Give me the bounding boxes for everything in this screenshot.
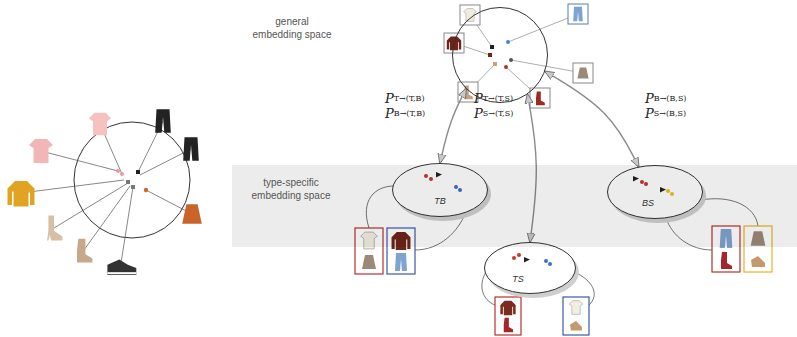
space-outline — [485, 243, 576, 294]
general-space-circle-outline — [452, 7, 548, 103]
label-anchor: PT→(T,S) — [474, 92, 513, 106]
top-image — [569, 301, 583, 315]
top-image — [89, 113, 111, 135]
leader-line — [121, 187, 133, 263]
left-embedding-figure — [8, 109, 202, 275]
projection-arrow — [545, 71, 638, 166]
projection-label: PT→(T,B) — [385, 92, 425, 106]
item-frame — [530, 88, 550, 108]
boots-image — [536, 92, 545, 106]
boots-image — [721, 252, 732, 269]
band-fill — [232, 165, 797, 247]
heels-image — [47, 215, 62, 240]
embedding-point — [517, 253, 521, 257]
embedding-point — [512, 256, 516, 260]
jeans-image — [573, 7, 583, 21]
space-name: TB — [429, 196, 451, 207]
ts-space-ellipse-outline — [484, 242, 576, 294]
item-frame — [568, 4, 588, 24]
point — [488, 53, 492, 57]
jeans-image — [183, 137, 199, 160]
projection-label: PB→(B,S) — [645, 92, 686, 106]
sneakers-image — [107, 260, 136, 275]
space-outline — [453, 8, 548, 103]
projection-arrow — [440, 89, 466, 163]
point — [136, 170, 140, 174]
label-anchor: PB→(B,S) — [645, 92, 686, 106]
jeans-image — [155, 109, 171, 132]
skirt-image — [182, 204, 202, 224]
space-heading: general embedding space — [250, 16, 334, 41]
space-name: TS — [506, 274, 530, 285]
leader-lines — [21, 121, 192, 263]
point — [490, 45, 494, 49]
point — [126, 180, 130, 184]
type-specific-band: TB TS BS type-specific embedding space — [232, 165, 797, 293]
label-anchor: PT→(T,B) — [385, 92, 425, 106]
point — [116, 169, 120, 173]
label-anchor: PS→(T,S) — [474, 107, 513, 121]
sandals-image — [751, 256, 765, 267]
jeans-image — [395, 253, 407, 271]
band-heading: type-specific embedding space — [246, 177, 336, 202]
item-frame — [573, 63, 593, 83]
point — [120, 172, 124, 176]
boots-image — [504, 318, 513, 332]
pointer-mark — [524, 257, 530, 263]
sandals-image — [570, 321, 582, 330]
leader-line — [54, 183, 128, 228]
skirt-image — [362, 255, 376, 269]
pair-frame — [495, 297, 521, 335]
general-space-circle: general embedding space — [452, 7, 548, 103]
leader-line — [41, 151, 118, 171]
point — [504, 65, 508, 69]
skirt-image — [577, 67, 588, 78]
leader-line — [84, 186, 130, 250]
label-anchor: PB→(T,B) — [385, 107, 425, 121]
item-frame — [460, 5, 480, 25]
sweater-image — [500, 301, 515, 315]
point — [506, 40, 510, 44]
embedding-point — [548, 262, 552, 266]
projection-label: PS→(B,S) — [645, 107, 686, 121]
projection-label: PT→(T,S) — [474, 92, 513, 106]
embedding-circle — [74, 122, 190, 238]
label-anchor: PS→(B,S) — [645, 107, 686, 121]
point — [509, 58, 513, 62]
leader-line — [140, 149, 191, 175]
pair-frame — [563, 297, 589, 335]
point — [493, 62, 497, 66]
blouse-image — [29, 139, 53, 163]
projection-label: PB→(T,B) — [385, 107, 425, 121]
general-space-items — [444, 4, 593, 108]
projection-label: PS→(T,S) — [474, 107, 513, 121]
point — [144, 188, 148, 192]
point — [131, 185, 135, 189]
sweater-image — [8, 181, 35, 207]
embedding-point — [544, 259, 548, 263]
boots-image — [77, 239, 92, 263]
ts-space-ellipse: TS — [484, 242, 576, 294]
space-name: BS — [637, 198, 659, 209]
leader-line — [21, 180, 124, 193]
